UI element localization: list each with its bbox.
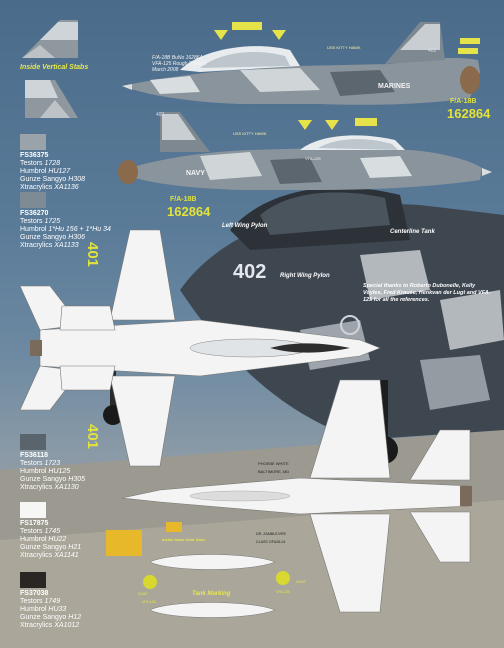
bu-number-left: 162864 <box>167 204 211 219</box>
nose-402-top: 402 <box>428 48 437 54</box>
left-wing-pylon-label: Left Wing Pylon <box>222 223 268 229</box>
navy-marking: NAVY <box>186 170 205 177</box>
swatch-fs37038 <box>20 572 46 588</box>
dr-zamble-stencil: DR. ZAMBLE/VRS CLASS 2/FA28-04 <box>256 532 286 544</box>
centerline-tank-label: Centerline Tank <box>390 229 435 235</box>
uss-kitty-hawk-top: USS KITTY HAWK <box>327 45 361 50</box>
vfa125-tank1: VFA-125 <box>142 600 156 604</box>
photo-nose-number: 402 <box>233 261 267 283</box>
uss-kitty-hawk-mid: USS KITTY HAWK <box>233 131 267 136</box>
swatch-fs36118 <box>20 434 46 450</box>
special-thanks-text: Special thanks to Roberto Dubonelle, Kel… <box>363 283 491 303</box>
vfa125-mid-label: VFA-125 <box>305 156 321 161</box>
color-callout-fs36118: FS36118 Testors 1723 Humbrol HU125 Gunze… <box>20 452 85 491</box>
inside-vertical-stabs-label: Inside Vertical Stabs <box>20 64 89 71</box>
aircraft-info: F/A-18B BuNo 162864 VFA-125 Rough Raider… <box>152 55 207 73</box>
code-02467: 02467 <box>138 592 148 596</box>
phoebe-stencil: PHOEBE WHITE BALTIMORE, MD <box>258 461 290 474</box>
fa18b-label-left: F/A-18B <box>170 196 197 203</box>
bu-number-right: 162864 <box>447 106 491 121</box>
inside-nose-gear-door-label: Inside Nose Gear Door <box>162 537 206 542</box>
swatch-fs36270 <box>20 192 46 208</box>
fa18b-label-right: F/A-18B <box>450 98 477 105</box>
color-callout-fs36270: FS36270 Testors 1725 Humbrol 1*Hu 156 + … <box>20 210 111 249</box>
color-callout-fs36375: FS36375 Testors 1728 Humbrol HU127 Gunze… <box>20 152 85 191</box>
right-wing-pylon-label: Right Wing Pylon <box>280 273 330 279</box>
code-02447: 02447 <box>296 580 306 584</box>
swatch-fs17875 <box>20 502 46 518</box>
marines-marking: MARINES <box>378 83 411 90</box>
nose-402-mid: 402 <box>156 112 165 118</box>
tank-marking-label: Tank Marking <box>192 591 231 597</box>
swatch-fs36375 <box>20 134 46 150</box>
color-callout-fs17875: FS17875 Testors 1745 Humbrol HU22 Gunze … <box>20 520 82 559</box>
color-callout-fs37038: FS37038 Testors 1749 Humbrol HU33 Gunze … <box>20 590 82 629</box>
vfa125-tank2: VFA-125 <box>276 590 290 594</box>
